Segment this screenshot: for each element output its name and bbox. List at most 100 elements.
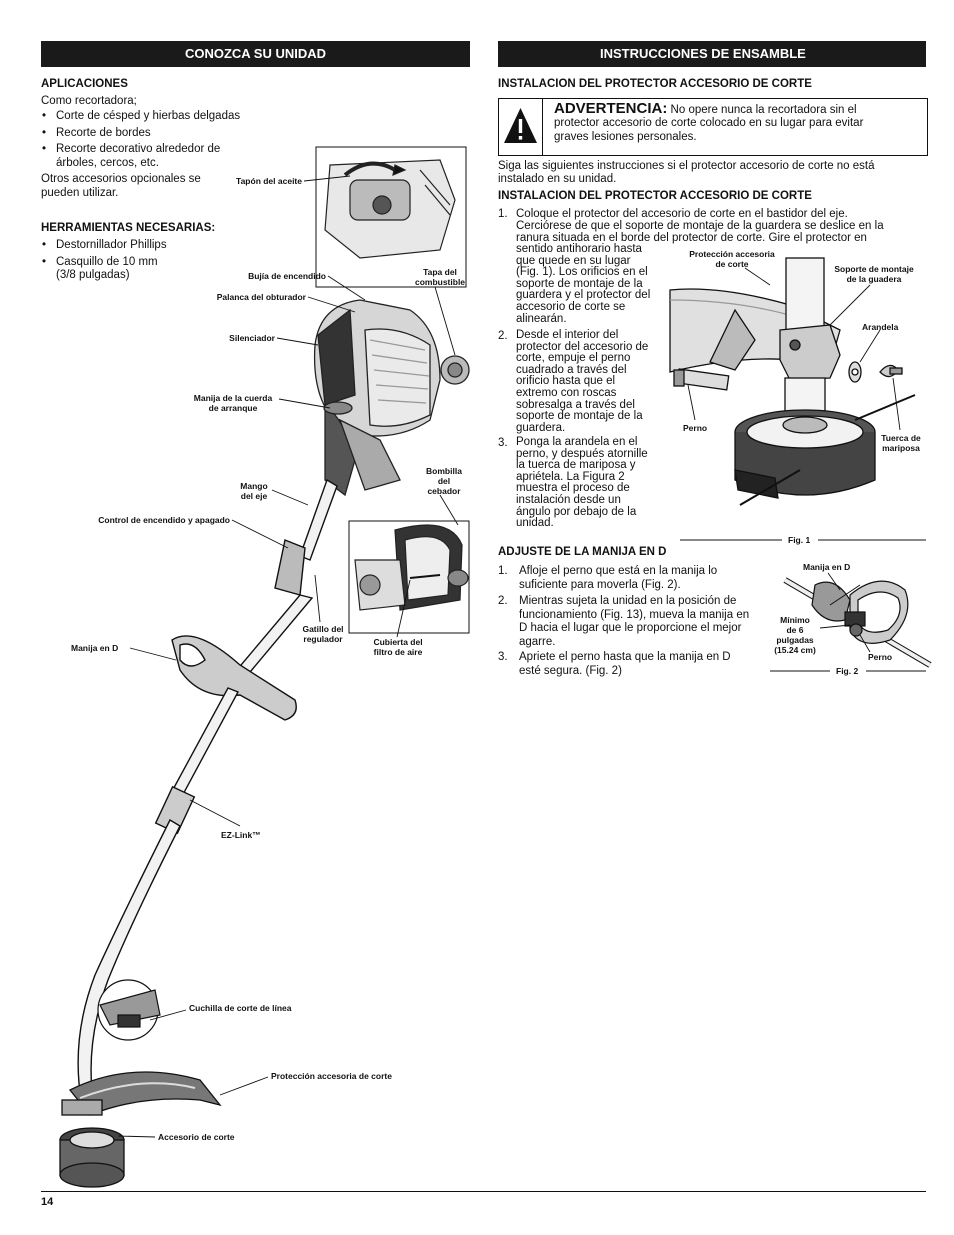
step-line: extremo con roscas <box>516 386 617 399</box>
label-silenciador: Silenciador <box>229 333 275 343</box>
label-line: regulador <box>303 634 343 644</box>
fig2-label-minimo: Mínimo de 6 pulgadas (15.24 cm) <box>768 615 822 655</box>
herramientas-list: Destornillador Phillips Casquillo de 10 … <box>41 239 241 269</box>
step-line: suficiente para moverla (Fig. 2). <box>519 578 681 591</box>
step-line: apriétela. La Figura 2 <box>516 470 625 483</box>
aplicaciones-list: Corte de césped y hierbas delgadas Recor… <box>41 110 281 157</box>
list-item-continuation: (3/8 pulgadas) <box>56 269 130 281</box>
section-header-instrucciones: INSTRUCCIONES DE ENSAMBLE <box>498 41 926 67</box>
step-line: orificio hasta que el <box>516 375 616 388</box>
label-line: (15.24 cm) <box>774 645 816 655</box>
step-line: corte, empuje el perno <box>516 352 631 365</box>
label-line: Gatillo del <box>302 624 344 634</box>
label-manija-d: Manija en D <box>71 643 119 653</box>
intro-line-2: instalado en su unidad. <box>498 173 617 185</box>
label-line: de arranque <box>208 403 258 413</box>
label-line: Protección accesoria <box>689 249 775 259</box>
label-line: del eje <box>240 491 268 501</box>
warning-text: ADVERTENCIA: No opere nunca la recortado… <box>554 100 924 144</box>
section-header-conozca: CONOZCA SU UNIDAD <box>41 41 470 67</box>
label-line: pulgadas <box>776 635 814 645</box>
step-3-text: Ponga la arandela en el perno, y después… <box>516 436 648 530</box>
d-step-3-text: Apriete el perno hasta que la manija en … <box>519 651 731 678</box>
list-item: Casquillo de 10 mm <box>41 256 241 270</box>
herramientas-title: HERRAMIENTAS NECESARIAS: <box>41 222 216 234</box>
step-1-lead: Coloque el protector del accesorio de co… <box>516 208 884 244</box>
step-line: Afloje el perno que está en la manija lo <box>519 565 718 577</box>
step-line: Mientras sujeta la unidad en la posición… <box>519 595 737 607</box>
label-control-encendido: Control de encendido y apagado <box>98 515 230 525</box>
step-line: soporte de montaje de la <box>516 277 643 290</box>
step-line: ranura situada en el borde del protector… <box>516 232 867 244</box>
list-item: Recorte de bordes <box>41 127 281 141</box>
otros-line-2: pueden utilizar. <box>41 187 119 199</box>
step-line: Desde el interior del <box>516 329 619 341</box>
step-line: (Fig. 1). Los orificios en el <box>516 266 648 279</box>
label-accesorio: Accesorio de corte <box>158 1132 235 1142</box>
d-step-2-text: Mientras sujeta la unidad en la posición… <box>519 595 749 649</box>
label-line: Tapa del <box>423 267 457 277</box>
label-line: combustible <box>414 277 466 287</box>
step-line: unidad. <box>516 517 554 530</box>
label-line: Bombilla <box>426 466 462 476</box>
step-2-number: 2. <box>498 330 508 342</box>
label-line: Mínimo <box>780 615 810 625</box>
label-proteccion: Protección accesoria de corte <box>271 1071 392 1081</box>
step-line: Cerciórese de que el soporte de montaje … <box>516 220 884 232</box>
step-line: Apriete el perno hasta que la manija en … <box>519 651 731 663</box>
step-2-text: Desde el interior del protector del acce… <box>516 329 649 434</box>
label-line: del <box>437 476 451 486</box>
step-line: que quede en su lugar <box>516 254 631 267</box>
intro-line-1: Siga las siguientes instrucciones si el … <box>498 160 875 172</box>
step-line: cuadrado a través del <box>516 363 627 376</box>
label-line: Manija de la cuerda <box>193 393 273 403</box>
list-item: Destornillador Phillips <box>41 239 241 253</box>
warning-triangle-icon <box>504 108 537 143</box>
label-line: Cubierta del <box>373 637 423 647</box>
step-line: Ponga la arandela en el <box>516 436 638 448</box>
warning-title: ADVERTENCIA: <box>554 100 668 117</box>
step-line: soporte de montaje de la <box>516 410 643 423</box>
section-header-text: INSTRUCCIONES DE ENSAMBLE <box>600 46 806 61</box>
warning-icon-cell <box>499 99 543 155</box>
list-item: Recorte decorativo alrededor de <box>41 143 281 157</box>
d-step-2-number: 2. <box>498 595 508 607</box>
subheading-manija-d: ADJUSTE DE LA MANIJA EN D <box>498 546 667 558</box>
fig1-label-perno: Perno <box>683 423 708 433</box>
step-line: guardera y el protector del <box>516 289 651 302</box>
label-line: de corte <box>715 259 749 269</box>
step-line: guardera. <box>516 421 566 434</box>
label-line: de 6 <box>786 625 804 635</box>
fig2-label-perno: Perno <box>868 652 893 662</box>
step-line: sentido antihorario hasta <box>516 243 642 255</box>
step-line: Coloque el protector del accesorio de co… <box>516 208 848 220</box>
list-item-continuation: árboles, cercos, etc. <box>56 157 159 169</box>
label-tapon-aceite: Tapón del aceite <box>236 176 302 186</box>
warning-box: ADVERTENCIA: No opere nunca la recortado… <box>498 98 928 156</box>
como-recortadora: Como recortadora; <box>41 95 137 107</box>
otros-line-1: Otros accesorios opcionales se <box>41 173 201 185</box>
step-3-number: 3. <box>498 437 508 449</box>
step-line: protector del accesorio de <box>516 340 649 353</box>
subheading-instalacion-2: INSTALACION DEL PROTECTOR ACCESORIO DE C… <box>498 190 812 202</box>
label-cuchilla: Cuchilla de corte de línea <box>189 1003 292 1013</box>
footer-rule <box>41 1191 926 1192</box>
page-number: 14 <box>41 1196 54 1208</box>
warning-line-2: protector accesorio de corte colocado en… <box>554 117 864 129</box>
step-line: funcionamiento (Fig. 13), mueva la manij… <box>519 608 750 621</box>
step-line: ángulo por debajo de la <box>516 505 637 518</box>
step-line: instalación desde un <box>516 493 621 506</box>
step-line: muestra el proceso de <box>516 482 630 495</box>
aplicaciones-title: APLICACIONES <box>41 78 128 90</box>
label-line: mariposa <box>882 443 920 453</box>
step-line: esté segura. (Fig. 2) <box>519 664 622 677</box>
